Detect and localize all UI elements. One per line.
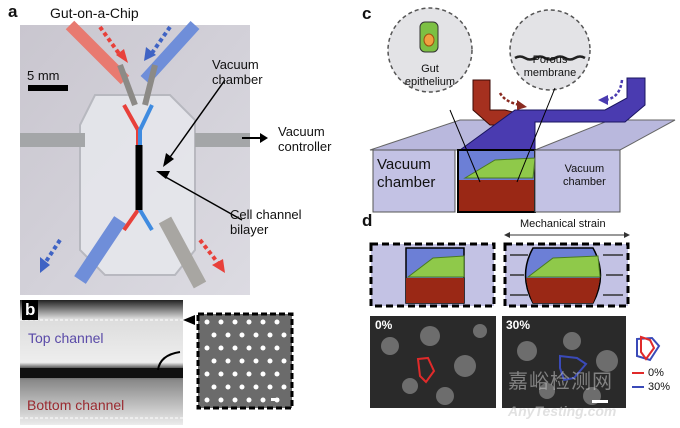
scale-bar xyxy=(28,85,68,91)
pore xyxy=(232,397,238,403)
strain-30-label: 30% xyxy=(506,318,531,332)
panel-d-label: d xyxy=(362,211,373,230)
pore xyxy=(274,371,280,377)
pore xyxy=(281,358,287,364)
watermark-cn: 嘉峪检测网 xyxy=(508,371,613,393)
porous-membrane-label: Porous membrane xyxy=(523,54,577,79)
outlet-arrow-icon xyxy=(40,238,62,273)
channel-micrograph xyxy=(20,300,183,425)
panel-a-title: Gut-on-a-Chip xyxy=(50,5,139,21)
inlet-arrow-icon xyxy=(144,25,172,61)
pore xyxy=(225,358,231,364)
pore xyxy=(274,345,280,351)
pore xyxy=(218,397,224,403)
legend-swatch xyxy=(632,386,644,389)
pore xyxy=(260,345,266,351)
pore xyxy=(253,384,259,390)
panel-b-label: b xyxy=(22,300,39,320)
outlet-arrow-icon xyxy=(198,238,225,273)
pore xyxy=(218,319,224,325)
pore xyxy=(204,371,210,377)
pore xyxy=(232,345,238,351)
legend-item: 0% xyxy=(632,366,670,380)
pore xyxy=(246,345,252,351)
pore xyxy=(253,358,259,364)
pore xyxy=(225,332,231,338)
bottom-channel-label: Bottom channel xyxy=(27,397,125,413)
watermark-en: AnyTesting.com xyxy=(508,403,617,419)
pore xyxy=(260,371,266,377)
gut-epithelium-label: Gut epithelium xyxy=(404,63,456,88)
pore xyxy=(204,319,210,325)
pore xyxy=(225,384,231,390)
mechanical-strain-label: Mechanical strain xyxy=(520,218,606,230)
pore xyxy=(260,319,266,325)
micrograph-0-percent xyxy=(370,316,496,408)
pore xyxy=(267,332,273,338)
inlet-arrow-icon xyxy=(98,25,128,63)
chip-schematic xyxy=(369,7,676,213)
pore xyxy=(218,371,224,377)
cell-channel-label: Cell channel bilayer xyxy=(230,207,302,237)
pore xyxy=(274,319,280,325)
pore xyxy=(246,371,252,377)
pore xyxy=(246,397,252,403)
outline-overlay-icon xyxy=(636,335,661,362)
strain-legend: 0% 30% xyxy=(632,366,670,394)
pore xyxy=(232,371,238,377)
pore xyxy=(211,384,217,390)
flow-arrow-icon xyxy=(598,79,624,105)
pore xyxy=(239,332,245,338)
pore xyxy=(211,332,217,338)
pore xyxy=(246,319,252,325)
vacuum-controller-label: Vacuum controller xyxy=(278,124,332,154)
pore xyxy=(218,345,224,351)
gut-on-chip-photo xyxy=(20,20,268,295)
pore xyxy=(204,345,210,351)
strain-0-label: 0% xyxy=(375,318,393,332)
pore xyxy=(267,358,273,364)
strain-schematics xyxy=(369,232,630,308)
legend-item: 30% xyxy=(632,380,670,394)
pore xyxy=(211,358,217,364)
pore xyxy=(204,397,210,403)
pore xyxy=(239,384,245,390)
pore xyxy=(281,332,287,338)
vacuum-chamber-right-label: Vacuum chamber xyxy=(563,163,606,188)
panel-c-label: c xyxy=(362,4,372,23)
pore xyxy=(253,332,259,338)
pore xyxy=(239,358,245,364)
pore xyxy=(260,397,266,403)
legend-swatch xyxy=(632,372,644,375)
pore xyxy=(267,384,273,390)
flow-arrow-icon xyxy=(498,92,527,110)
top-channel-label: Top channel xyxy=(28,330,104,346)
micrograph-30-percent xyxy=(502,316,626,408)
pore xyxy=(281,384,287,390)
pore xyxy=(232,319,238,325)
porous-membrane-inset xyxy=(183,312,294,410)
panel-a-label: a xyxy=(8,2,18,21)
vacuum-chamber-left-label: Vacuum chamber xyxy=(377,156,436,191)
scale-bar-label: 5 mm xyxy=(27,68,60,83)
vacuum-chamber-label: Vacuum chamber xyxy=(212,57,263,87)
